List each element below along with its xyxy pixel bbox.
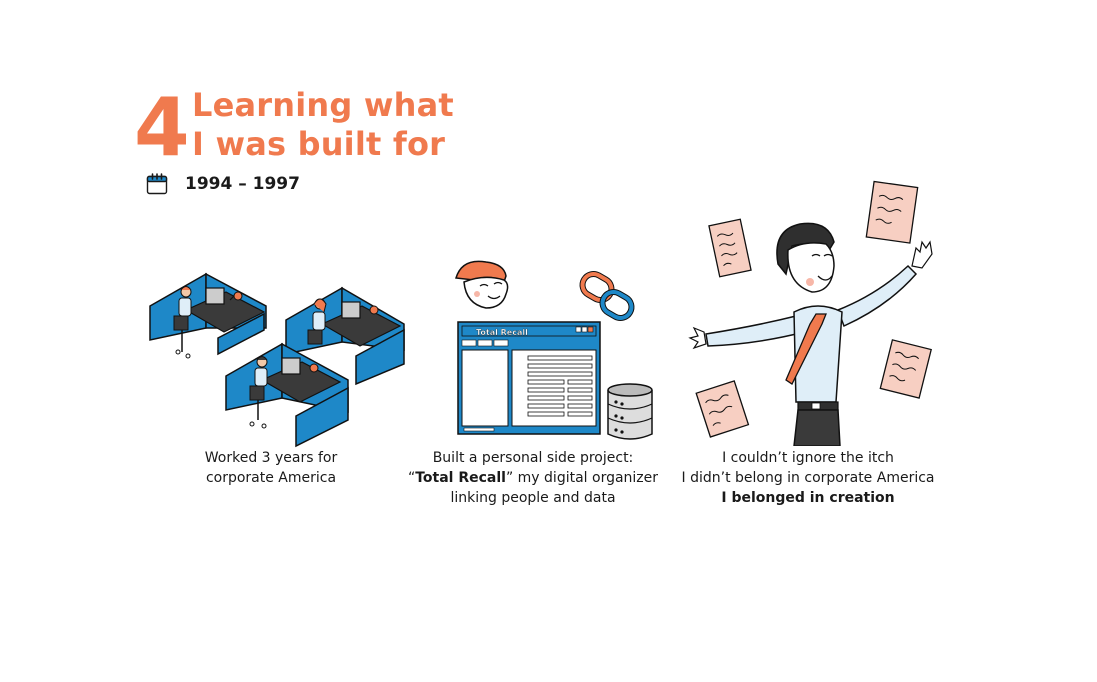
flying-paper-4 [695, 380, 750, 438]
man-figure [688, 222, 933, 446]
calendar-icon [146, 173, 168, 195]
date-range: 1994 – 1997 [185, 174, 300, 194]
caption-total-recall-line-1: Built a personal side project: [432, 450, 634, 466]
chapter-title-line-2: I was built for [192, 125, 446, 163]
total-recall-app-illustration: Total Recall [455, 260, 653, 440]
caption-total-recall-bold: Total Recall [415, 470, 506, 486]
caption-itch-line-1: I couldn’t ignore the itch [722, 450, 894, 466]
cubicle-top-right [285, 286, 405, 386]
caption-office-line-1: Worked 3 years for [204, 450, 338, 466]
caption-office-line-2: corporate America [205, 470, 337, 486]
cubicle-bottom [225, 342, 349, 448]
app-window-title: Total Recall [476, 328, 528, 337]
office-cubicles-illustration [149, 272, 405, 448]
celebrating-man-illustration [688, 180, 933, 446]
caption-total-recall: Built a personal side project: “Total Re… [393, 448, 673, 508]
database-icon [607, 383, 653, 440]
developer-face [455, 260, 509, 309]
chain-link-icon [579, 271, 635, 321]
flying-paper-2 [865, 180, 919, 244]
caption-total-recall-line-2: “Total Recall” my digital organizer [393, 468, 673, 488]
chapter-title-line-1: Learning what [192, 86, 454, 124]
cubicle-top-left [149, 272, 267, 359]
flying-paper-1 [708, 218, 752, 278]
flying-paper-3 [879, 339, 932, 399]
caption-itch-bold: I belonged in creation [721, 490, 895, 506]
caption-itch-line-3: I belonged in creation [668, 488, 948, 508]
caption-itch-line-2: I didn’t belong in corporate America [681, 470, 935, 486]
chapter-title: Learning what I was built for [192, 86, 454, 164]
date-row: 1994 – 1997 [146, 173, 300, 195]
caption-total-recall-rest: ” my digital organizer [505, 470, 659, 486]
chapter-number: 4 [134, 81, 190, 174]
caption-office: Worked 3 years for corporate America [171, 448, 371, 488]
caption-total-recall-line-3: linking people and data [450, 490, 616, 506]
caption-total-recall-open-quote: “ [407, 470, 416, 486]
app-window: Total Recall [457, 321, 601, 435]
caption-itch: I couldn’t ignore the itch I didn’t belo… [668, 448, 948, 508]
